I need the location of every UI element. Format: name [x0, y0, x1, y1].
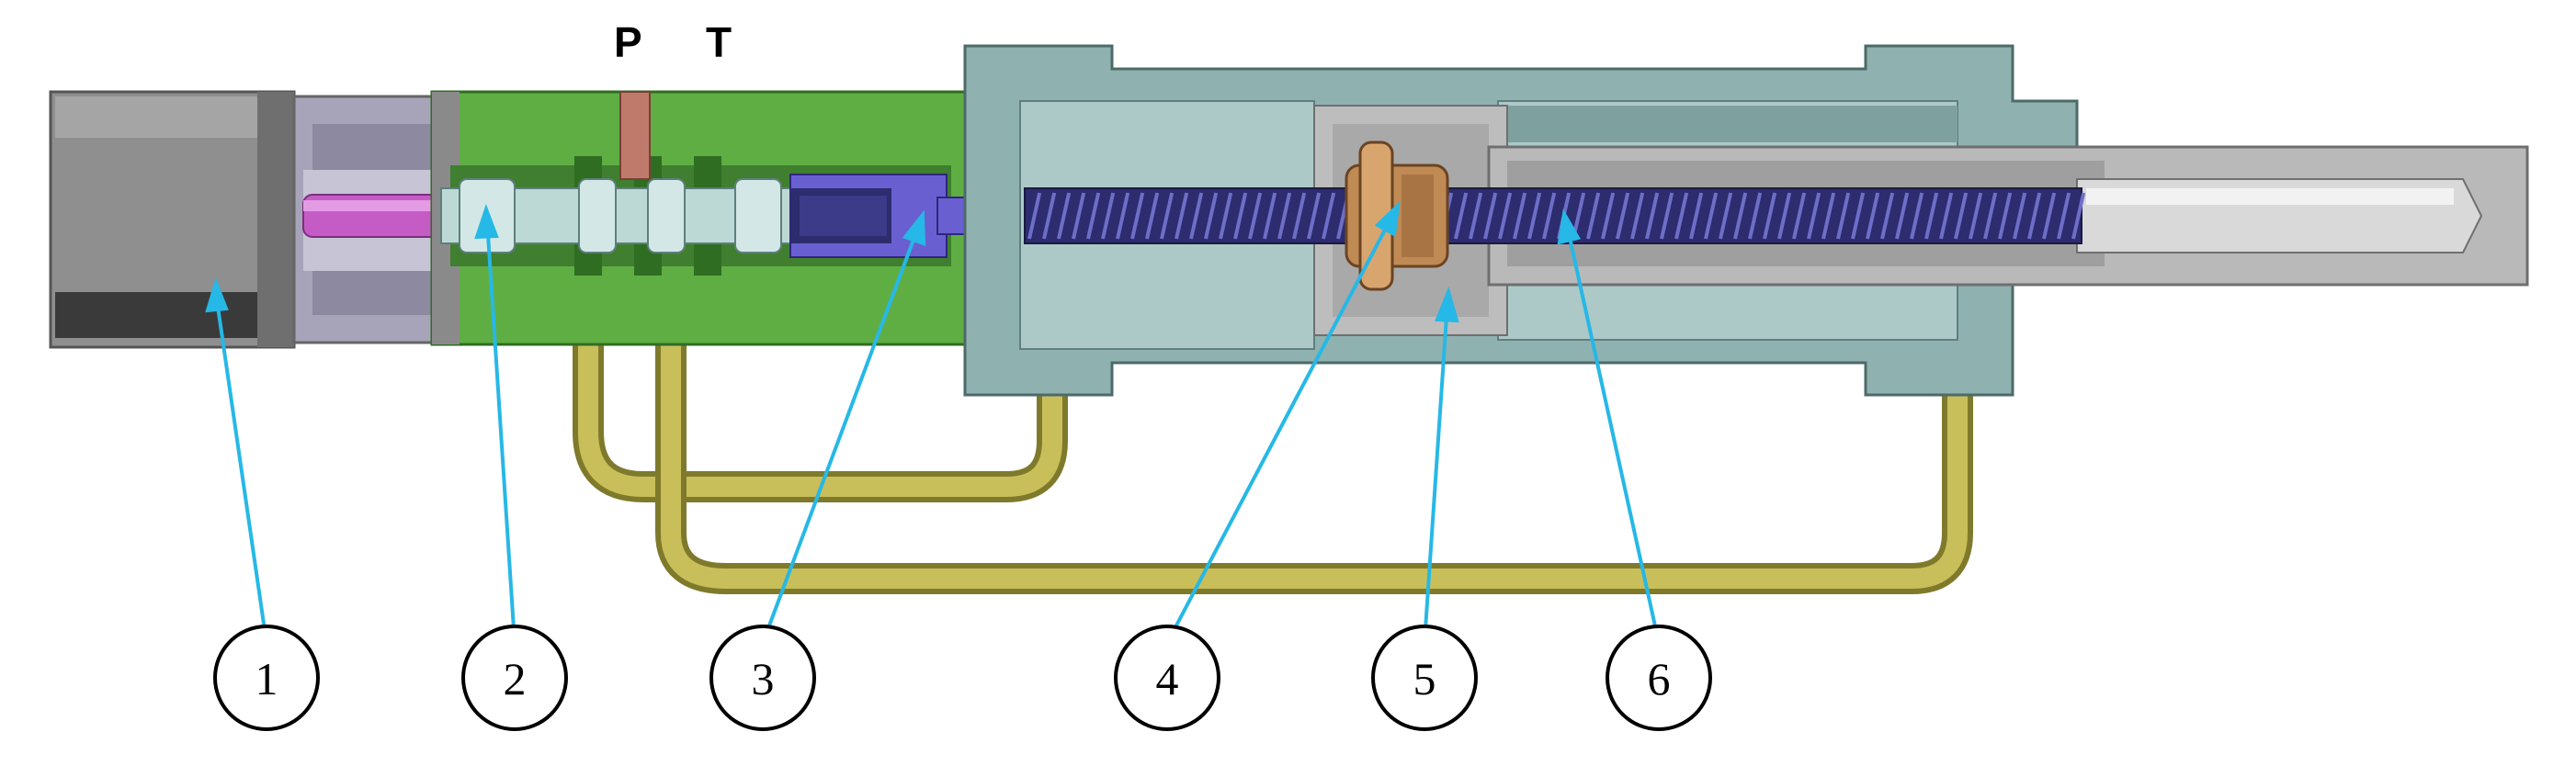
motor-shaft: [302, 194, 442, 238]
callout-3-label: 3: [752, 653, 775, 704]
pipe-loop-outer-fill: [661, 257, 1968, 589]
leader-arrow-2: [474, 204, 499, 240]
leader-line-4: [1165, 215, 1394, 644]
callout-6-label: 6: [1648, 653, 1671, 704]
callout-4-label: 4: [1156, 653, 1179, 704]
pipe-loop-inner-fill: [578, 257, 1062, 497]
callout-1: 1: [213, 625, 320, 731]
leader-arrow-5: [1435, 286, 1459, 323]
callout-5: 5: [1371, 625, 1478, 731]
leader-lines: [205, 200, 1661, 644]
callouts: 1 2 3 4 5 6: [213, 625, 1712, 731]
callout-2-label: 2: [504, 653, 527, 704]
spool-valve: [440, 178, 791, 253]
port-label-t: T: [706, 18, 732, 66]
leader-line-6: [1565, 224, 1661, 644]
motor: [49, 90, 296, 349]
ball-screw: [1024, 187, 2086, 244]
leader-arrow-4: [1374, 200, 1401, 238]
leader-line-1: [214, 293, 268, 644]
leader-arrow-1: [205, 276, 229, 313]
port-labels: P T: [614, 18, 732, 66]
callout-6: 6: [1606, 625, 1712, 731]
port-label-p: P: [614, 18, 642, 66]
pressure-port: [619, 91, 651, 180]
callout-3: 3: [709, 625, 816, 731]
callout-1-label: 1: [255, 653, 278, 704]
callout-5-label: 5: [1413, 653, 1436, 704]
leader-arrow-3: [902, 209, 926, 246]
callout-4: 4: [1114, 625, 1220, 731]
leader-line-5: [1423, 302, 1449, 644]
leader-line-2: [485, 220, 516, 644]
leader-line-3: [761, 224, 921, 644]
leader-arrow-6: [1557, 208, 1582, 245]
callout-2: 2: [461, 625, 568, 731]
